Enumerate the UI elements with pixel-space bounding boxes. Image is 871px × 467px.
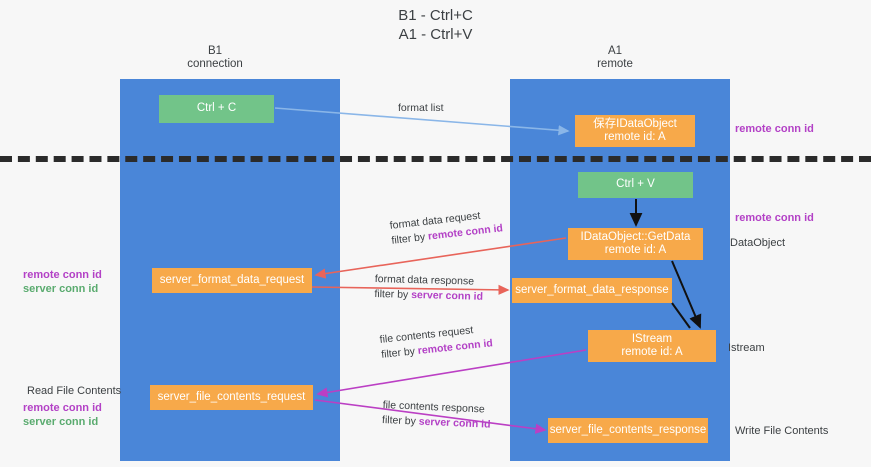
filter-by-text: filter by	[380, 345, 419, 361]
filter-by-text: filter by	[381, 413, 420, 428]
box-ctrl-v[interactable]: Ctrl + V	[578, 172, 693, 198]
edge-label-file-contents-response: file contents response filter by server …	[382, 398, 492, 433]
server-conn-id-key: server conn id	[418, 415, 491, 431]
remote-conn-id-text: remote conn id	[23, 269, 102, 281]
box-ctrl-c[interactable]: Ctrl + C	[159, 95, 274, 123]
server-conn-id-text: server conn id	[23, 416, 99, 428]
annotation-dataobject: DataObject	[730, 237, 786, 249]
filter-by-text: filter by	[390, 230, 429, 247]
remote-conn-id-text: remote conn id	[735, 123, 814, 135]
box-save-idataobject[interactable]: 保存IDataObject remote id: A	[575, 115, 695, 147]
box-server-file-contents-request[interactable]: server_file_contents_request	[150, 385, 313, 410]
edge-label-file-contents-request: file contents request filter by remote c…	[379, 321, 494, 363]
annotation-remote-conn-id-mid: remote conn id	[735, 211, 814, 225]
annotation-istream: Istream	[728, 342, 765, 354]
box-idataobject-getdata[interactable]: IDataObject::GetData remote id: A	[568, 228, 703, 260]
box-server-file-contents-response[interactable]: server_file_contents_response	[548, 418, 708, 443]
edge-label-line2: filter by server conn id	[374, 287, 483, 305]
phase-divider	[0, 156, 871, 162]
annotation-write-file-contents: Write File Contents	[735, 425, 829, 437]
box-istream[interactable]: IStream remote id: A	[588, 330, 716, 362]
annotation-conn-pair-bottom: remote conn id server conn id	[23, 401, 102, 429]
box-server-format-data-request[interactable]: server_format_data_request	[152, 268, 312, 293]
annotation-remote-conn-id-top: remote conn id	[735, 122, 814, 136]
annotation-conn-pair-top: remote conn id server conn id	[23, 268, 102, 296]
page-title: B1 - Ctrl+C A1 - Ctrl+V	[398, 7, 473, 43]
box-server-format-data-response[interactable]: server_format_data_response	[512, 278, 672, 303]
remote-conn-id-text: remote conn id	[735, 212, 814, 224]
annotation-read-file-contents: Read File Contents	[27, 385, 122, 397]
column-header-b1: B1 connection	[187, 45, 243, 70]
server-conn-id-text: server conn id	[23, 283, 99, 295]
column-header-a1: A1 remote	[597, 45, 633, 70]
remote-conn-id-text: remote conn id	[23, 402, 102, 414]
edge-label-format-data-response: format data response filter by server co…	[374, 272, 483, 305]
filter-by-text: filter by	[374, 287, 412, 301]
server-conn-id-key: server conn id	[411, 288, 484, 303]
edge-label-format-data-request: format data request filter by remote con…	[389, 206, 504, 248]
edge-label-format-list-line1: format list	[398, 102, 444, 114]
edge-label-format-list: format list	[398, 101, 444, 116]
